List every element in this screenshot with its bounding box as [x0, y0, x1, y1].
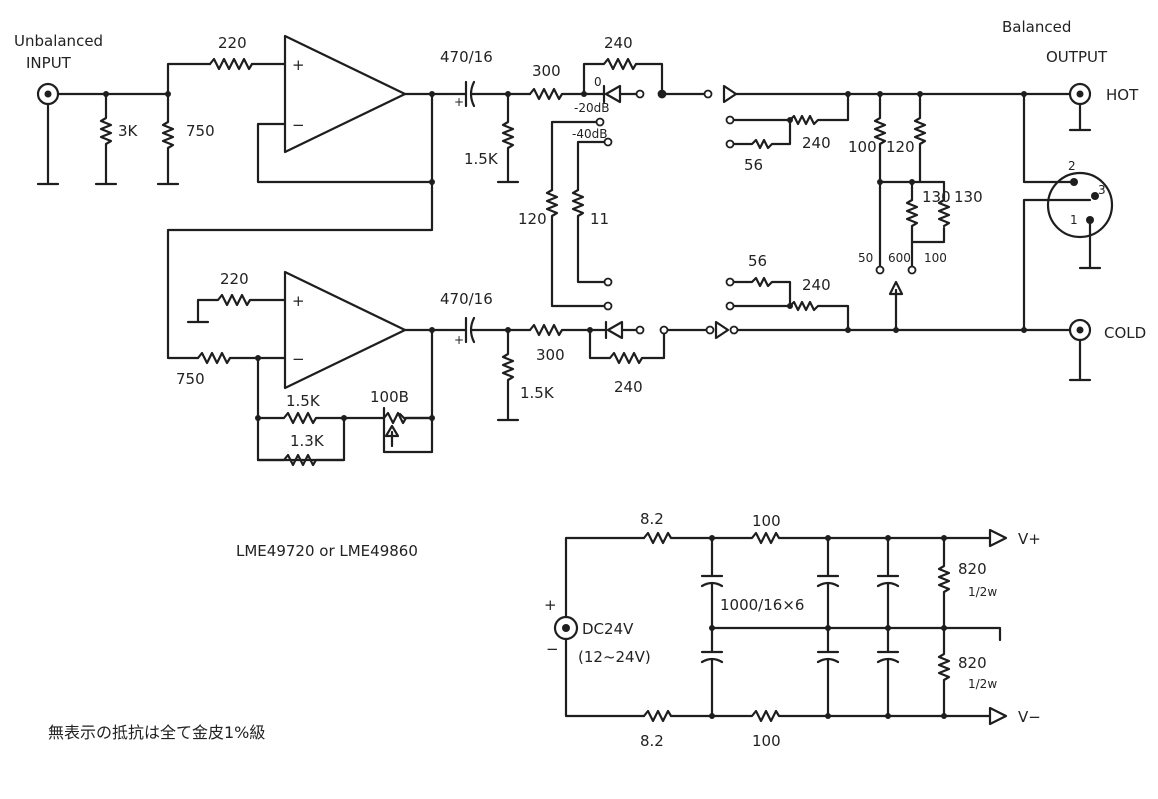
opamp1-minus: −: [292, 116, 305, 134]
label-15k-top: 1.5K: [464, 150, 499, 168]
power-supply: [553, 528, 1008, 726]
label-56-cold: 56: [748, 252, 767, 270]
footnote: 無表示の抵抗は全て金皮1%級: [48, 723, 265, 742]
opamp2-plus: +: [292, 292, 305, 310]
label-240-cold: 240: [802, 276, 831, 294]
xlr-pin1-label: 1: [1070, 213, 1078, 227]
label-240-bot: 240: [614, 378, 643, 396]
label-120-att: 120: [518, 210, 547, 228]
label-240-top: 240: [604, 34, 633, 52]
label-cap-bot: 470/16: [440, 290, 493, 308]
label-trim: 100B: [370, 388, 409, 406]
bottom-channel: [166, 180, 1092, 467]
output-title-1: Balanced: [1002, 18, 1071, 36]
label-caps: 1000/16×6: [720, 596, 804, 614]
cap-bot-plus: +: [454, 333, 464, 347]
label-300-top: 300: [532, 62, 561, 80]
label-cap-top: 470/16: [440, 48, 493, 66]
label-100-imp: 100: [848, 138, 877, 156]
cold-label: COLD: [1104, 324, 1146, 342]
label-750-bot: 750: [176, 370, 205, 388]
impedance-network: [873, 92, 951, 333]
label-pos0: 0: [594, 75, 602, 89]
label-220-bot: 220: [220, 270, 249, 288]
label-3k: 3K: [118, 122, 139, 140]
label-100-ps-bot: 100: [752, 732, 781, 750]
opamp2-minus: −: [292, 350, 305, 368]
label-13k-fb: 1.3K: [290, 432, 325, 450]
label-120-imp: 120: [886, 138, 915, 156]
hot-label: HOT: [1106, 86, 1139, 104]
attenuator-switch: [545, 92, 850, 332]
xlr-connector: [1022, 92, 1114, 332]
input-title-2: INPUT: [26, 54, 72, 72]
output-title-2: OUTPUT: [1046, 48, 1108, 66]
label-820-top: 820: [958, 560, 987, 578]
opamp-note: LME49720 or LME49860: [236, 542, 418, 560]
input-title-1: Unbalanced: [14, 32, 103, 50]
label-82-top: 8.2: [640, 510, 664, 528]
label-vminus: V−: [1018, 708, 1041, 726]
xlr-pin3-label: 3: [1098, 183, 1106, 197]
label-dc-range: (12~24V): [578, 648, 651, 666]
label-11: 11: [590, 210, 609, 228]
label-opt100: 100: [924, 251, 947, 265]
label-dc24v: DC24V: [582, 620, 634, 638]
xlr-pin2-label: 2: [1068, 159, 1076, 173]
label-opt600: 600: [888, 251, 911, 265]
label-130b: 130: [954, 188, 983, 206]
cap-top-plus: +: [454, 95, 464, 109]
label-15k-bot: 1.5K: [520, 384, 555, 402]
label-82-bot: 8.2: [640, 732, 664, 750]
label-pos40: -40dB: [572, 127, 607, 141]
label-300-bot: 300: [536, 346, 565, 364]
label-240-hot: 240: [802, 134, 831, 152]
label-vplus: V+: [1018, 530, 1041, 548]
label-220-top: 220: [218, 34, 247, 52]
labels: Unbalanced INPUT Balanced OUTPUT HOT COL…: [14, 18, 1146, 750]
label-820-bot: 820: [958, 654, 987, 672]
label-ps-plus: +: [544, 596, 557, 614]
label-ps-minus: −: [546, 640, 559, 658]
label-opt50: 50: [858, 251, 873, 265]
label-w-bot: 1/2w: [968, 677, 997, 691]
label-56-hot: 56: [744, 156, 763, 174]
opamp1-plus: +: [292, 56, 305, 74]
label-w-top: 1/2w: [968, 585, 997, 599]
top-channel: [36, 34, 1092, 186]
label-15k-fb: 1.5K: [286, 392, 321, 410]
label-100-ps-top: 100: [752, 512, 781, 530]
label-pos20: -20dB: [574, 101, 609, 115]
label-750-top: 750: [186, 122, 215, 140]
label-130a: 130: [922, 188, 951, 206]
